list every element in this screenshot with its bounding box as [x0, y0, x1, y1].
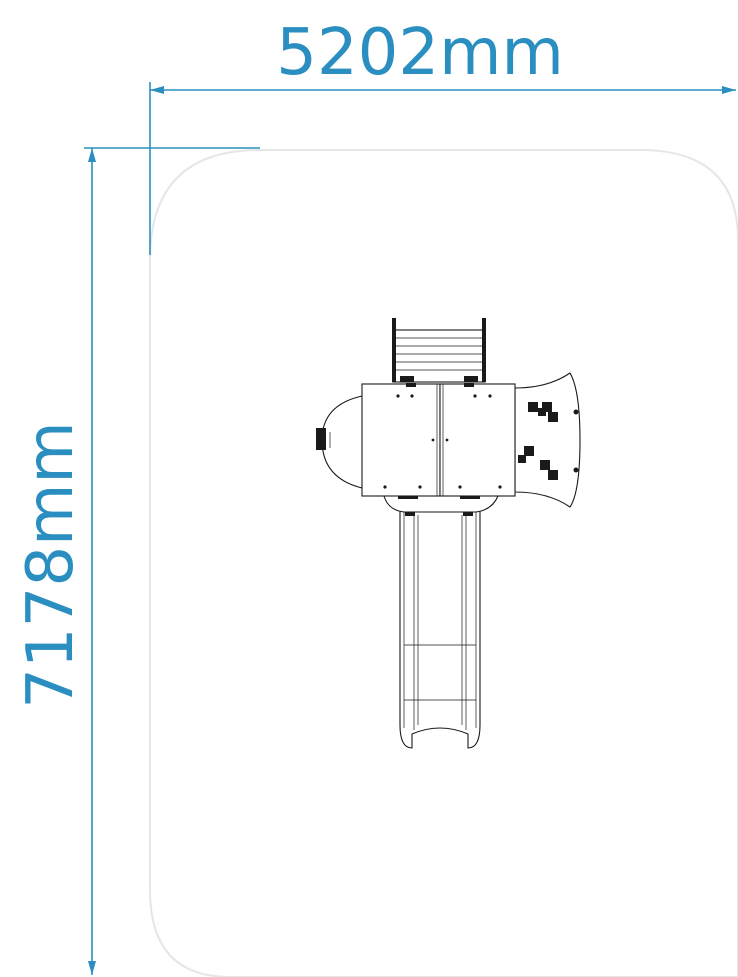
safety-zone-outline [149, 149, 738, 977]
height-dimension: 7178mm [14, 147, 260, 975]
climbing-holds [518, 402, 579, 480]
climbing-panel [514, 372, 581, 508]
height-label: 7178mm [14, 421, 88, 709]
platform-decks [361, 383, 516, 497]
width-arrow-left [150, 86, 164, 94]
curved-rail [316, 395, 363, 489]
width-label: 5202mm [276, 16, 564, 90]
width-dimension: 5202mm [149, 16, 736, 255]
width-arrow-right [722, 86, 736, 94]
slide-chute [383, 494, 499, 749]
height-arrow-bottom [88, 961, 96, 975]
height-arrow-top [88, 148, 96, 162]
playground-slide-unit-top-view-icon [316, 318, 581, 749]
ladder-steps [392, 318, 486, 383]
